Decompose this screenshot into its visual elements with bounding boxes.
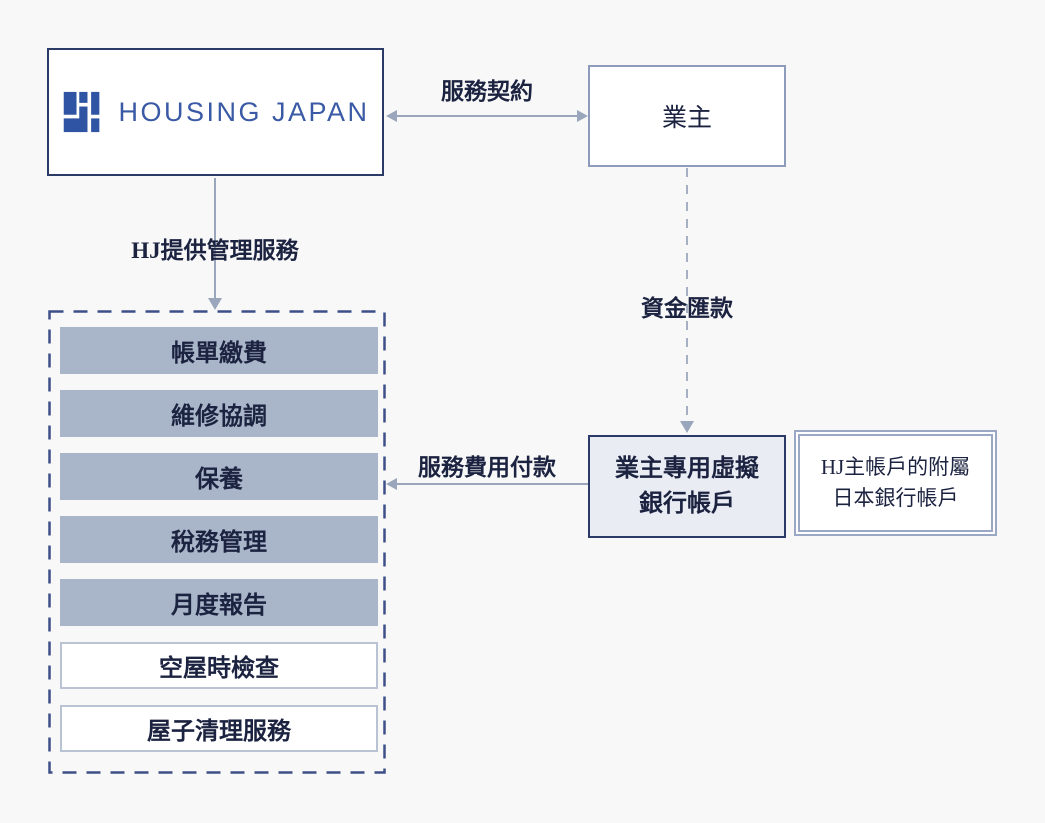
virtual-account-node: 業主專用虛擬 銀行帳戶 (588, 435, 786, 538)
service-fee-label: 服務費用付款 (418, 455, 556, 480)
service-contract-label: 服務契約 (441, 79, 533, 104)
service-contract-arrow (395, 115, 579, 117)
arrowhead-down-icon (680, 421, 694, 433)
hj-services-label: HJ提供管理服務 (131, 238, 299, 263)
hj-services-arrow (214, 178, 216, 299)
arrowhead-left-icon (386, 478, 397, 490)
service-item: 帳單繳費 (60, 327, 378, 374)
arrowhead-right-icon (577, 110, 588, 122)
service-item: 月度報告 (60, 579, 378, 626)
hj-bank-account-line2: 日本銀行帳戶 (832, 486, 959, 510)
housing-japan-node: HOUSING JAPAN (47, 48, 384, 176)
hj-bank-account-node: HJ主帳戶的附屬 日本銀行帳戶 (794, 430, 997, 536)
fund-remittance-arrow (686, 168, 688, 422)
service-item: 保養 (60, 453, 378, 500)
service-item: 維修協調 (60, 390, 378, 437)
housing-japan-logo-icon (64, 91, 100, 133)
virtual-account-line1: 業主專用虛擬 (615, 455, 759, 482)
owner-node: 業主 (588, 65, 786, 167)
service-item: 空屋時檢查 (60, 642, 378, 689)
arrowhead-down-icon (208, 298, 222, 310)
service-fee-arrow (396, 483, 588, 485)
arrowhead-left-icon (386, 110, 397, 122)
fund-remittance-label: 資金匯款 (641, 296, 733, 321)
hj-bank-account-line1: HJ主帳戶的附屬 (820, 454, 971, 479)
virtual-account-line2: 銀行帳戶 (639, 490, 735, 517)
services-group-border (48, 310, 386, 774)
service-item: 屋子清理服務 (60, 705, 378, 752)
housing-japan-wordmark: HOUSING JAPAN (118, 96, 370, 127)
owner-label: 業主 (661, 105, 712, 132)
service-item: 稅務管理 (60, 516, 378, 563)
